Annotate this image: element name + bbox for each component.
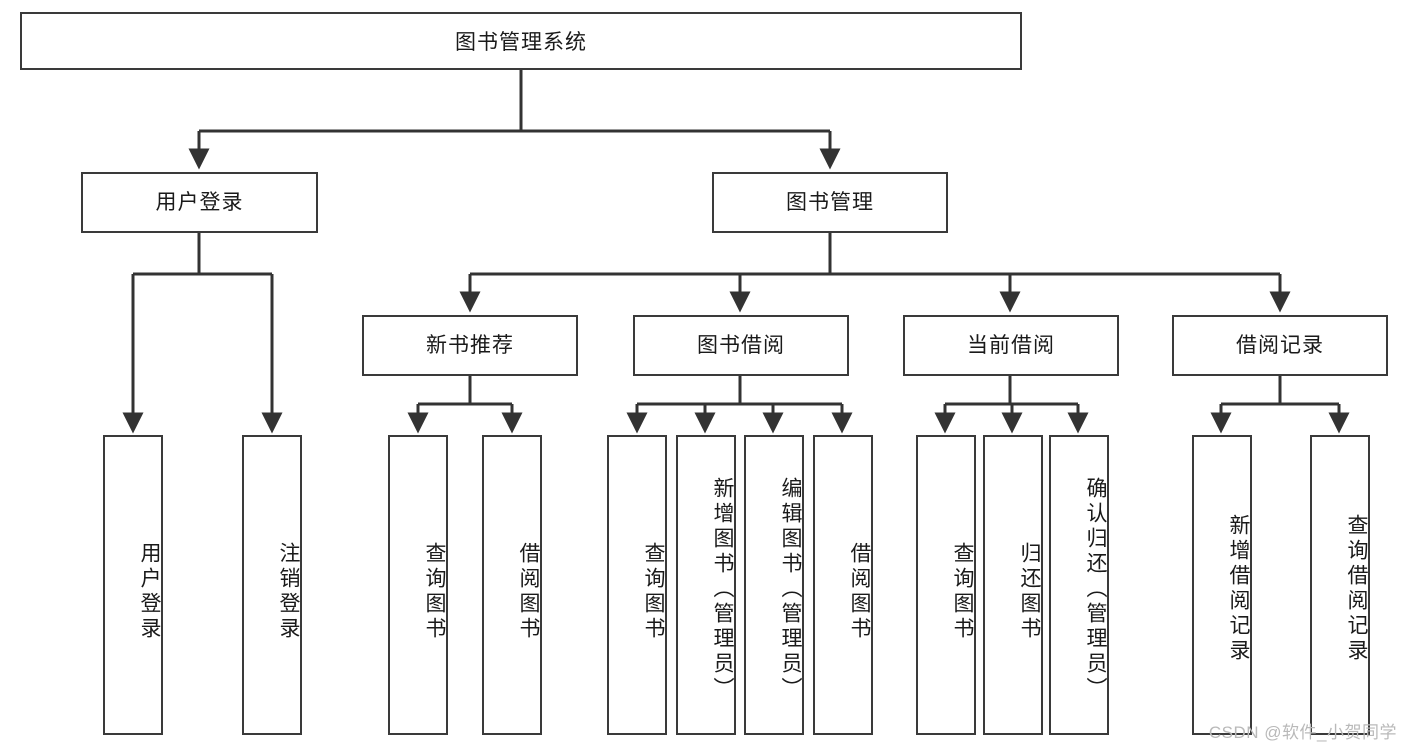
leaf-user-login-login[interactable]: 用户登录 [103, 435, 163, 735]
node-label: 查询图书 [642, 542, 665, 642]
node-label: 新增借阅记录 [1227, 514, 1250, 664]
node-label: 查询图书 [423, 542, 446, 642]
node-label: 借阅图书 [517, 542, 540, 642]
node-label: 注销登录 [277, 542, 300, 642]
leaf-book-borrow-edit[interactable]: 编辑图书（管理员） [744, 435, 804, 735]
node-root-system[interactable]: 图书管理系统 [20, 12, 1022, 70]
leaf-book-borrow-query[interactable]: 查询图书 [607, 435, 667, 735]
leaf-new-book-borrow[interactable]: 借阅图书 [482, 435, 542, 735]
node-label: 查询借阅记录 [1345, 514, 1368, 664]
node-new-book-recommend[interactable]: 新书推荐 [362, 315, 578, 376]
node-current-borrow[interactable]: 当前借阅 [903, 315, 1119, 376]
leaf-current-borrow-return[interactable]: 归还图书 [983, 435, 1043, 735]
node-label: 图书借阅 [697, 333, 785, 357]
node-label: 确认归还（管理员） [1084, 476, 1107, 702]
leaf-book-borrow-add[interactable]: 新增图书（管理员） [676, 435, 736, 735]
leaf-current-borrow-query[interactable]: 查询图书 [916, 435, 976, 735]
node-label: 新书推荐 [426, 333, 514, 357]
node-label: 图书管理 [786, 190, 874, 214]
leaf-borrow-record-add[interactable]: 新增借阅记录 [1192, 435, 1252, 735]
csdn-watermark: CSDN @软件_小贺同学 [1208, 723, 1397, 742]
node-label: 编辑图书（管理员） [779, 476, 802, 702]
leaf-new-book-query[interactable]: 查询图书 [388, 435, 448, 735]
node-label: 新增图书（管理员） [711, 476, 734, 702]
node-user-login[interactable]: 用户登录 [81, 172, 318, 233]
leaf-book-borrow-borrow[interactable]: 借阅图书 [813, 435, 873, 735]
leaf-borrow-record-query[interactable]: 查询借阅记录 [1310, 435, 1370, 735]
node-label: 归还图书 [1018, 542, 1041, 642]
node-book-borrow[interactable]: 图书借阅 [633, 315, 849, 376]
node-label: 查询图书 [951, 542, 974, 642]
node-label: 借阅图书 [848, 542, 871, 642]
node-book-management[interactable]: 图书管理 [712, 172, 948, 233]
node-label: 借阅记录 [1236, 333, 1324, 357]
node-label: 用户登录 [138, 542, 161, 642]
node-borrow-record[interactable]: 借阅记录 [1172, 315, 1388, 376]
node-label: 用户登录 [155, 190, 244, 214]
leaf-user-login-logout[interactable]: 注销登录 [242, 435, 302, 735]
node-label: 当前借阅 [967, 333, 1055, 357]
leaf-current-borrow-confirm-return[interactable]: 确认归还（管理员） [1049, 435, 1109, 735]
node-label: 图书管理系统 [455, 31, 587, 54]
